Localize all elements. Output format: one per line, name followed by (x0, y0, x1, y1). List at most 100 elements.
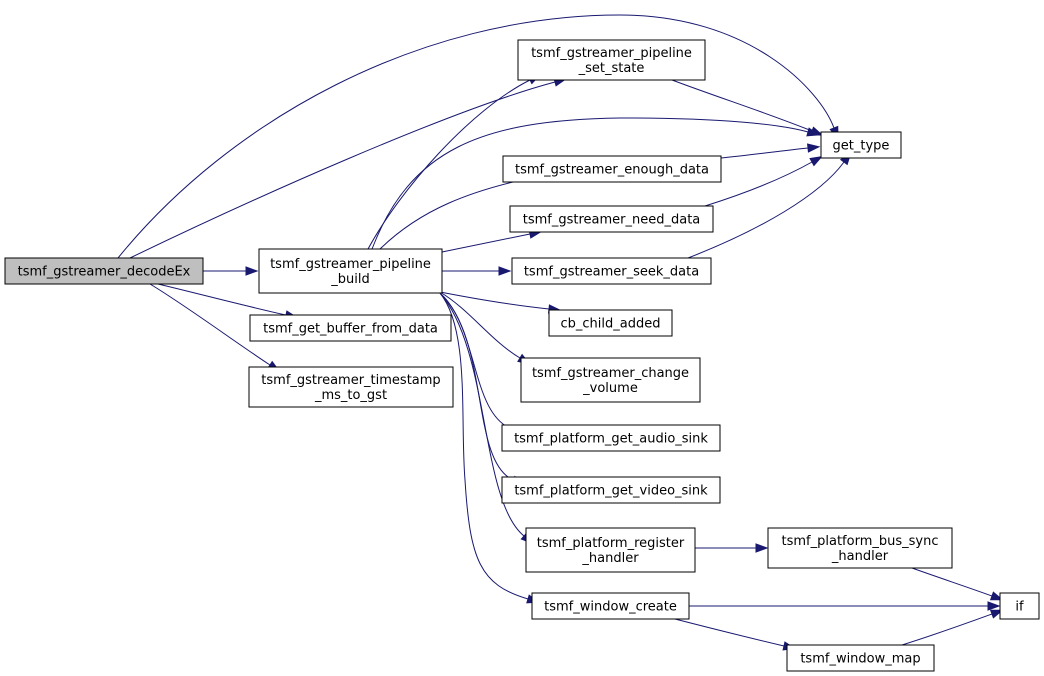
edge-line (429, 289, 550, 310)
node-label: _handler (581, 551, 639, 566)
node-get-audio-sink[interactable]: tsmf_platform_get_audio_sink (501, 424, 721, 452)
node-label: if (1015, 600, 1024, 615)
edge-window-create-to-window-map (674, 618, 797, 651)
edge-line (157, 283, 287, 316)
node-pipeline-build[interactable]: tsmf_gstreamer_pipeline_build (258, 248, 443, 294)
node-box (502, 155, 722, 183)
node-box (501, 424, 721, 452)
edge-arrowhead (809, 126, 824, 136)
node-box (248, 366, 454, 408)
node-box (525, 527, 696, 573)
node-register-handler[interactable]: tsmf_platform_register_handler (525, 527, 696, 573)
nodes-layer: tsmf_gstreamer_decodeEx tsmf_gstreamer_pi… (4, 39, 1040, 672)
node-get-type[interactable]: get_type (820, 131, 902, 159)
node-get-video-sink[interactable]: tsmf_platform_get_video_sink (501, 476, 721, 504)
edge-arrowhead (989, 591, 1004, 601)
edge-line (129, 81, 556, 259)
node-label: tsmf_gstreamer_timestamp (261, 373, 440, 388)
node-label: _handler (831, 549, 889, 564)
edge-line (720, 147, 809, 159)
node-if[interactable]: if (999, 592, 1040, 620)
node-label: _set_state (578, 61, 645, 76)
node-box (786, 644, 935, 672)
edge-line (439, 292, 525, 537)
node-label: get_type (833, 139, 890, 154)
node-cb-child-added[interactable]: cb_child_added (548, 309, 673, 337)
node-label: tsmf_gstreamer_seek_data (524, 265, 699, 280)
edge-line (687, 161, 845, 259)
node-box (501, 476, 721, 504)
node-box (820, 131, 902, 159)
node-get-buffer-from-data[interactable]: tsmf_get_buffer_from_data (249, 314, 452, 342)
node-label: tsmf_window_map (800, 652, 920, 667)
edge-line (439, 291, 521, 359)
node-window-create[interactable]: tsmf_window_create (531, 592, 690, 620)
node-label: _ms_to_gst (314, 388, 387, 403)
edge-line (439, 292, 529, 600)
node-pipeline-set-state[interactable]: tsmf_gstreamer_pipeline_set_state (517, 39, 706, 81)
edge-arrowhead (987, 601, 1001, 611)
edge-line (674, 618, 785, 647)
node-label: tsmf_gstreamer_decodeEx (18, 265, 191, 280)
node-label: tsmf_platform_get_audio_sink (514, 432, 708, 447)
edge-window-create-to-if (689, 601, 1001, 611)
node-need-data[interactable]: tsmf_gstreamer_need_data (509, 205, 714, 233)
node-box (531, 592, 690, 620)
node-box (767, 527, 953, 569)
node-label: cb_child_added (561, 317, 661, 332)
edge-line (671, 79, 813, 132)
edge-arrowhead (245, 266, 259, 276)
edge-line (117, 14, 835, 259)
node-label: tsmf_gstreamer_pipeline (531, 46, 692, 61)
node-box (517, 39, 706, 81)
node-timestamp-ms-to-gst[interactable]: tsmf_gstreamer_timestamp_ms_to_gst (248, 366, 454, 408)
node-label: tsmf_get_buffer_from_data (263, 322, 438, 337)
node-decodeEx[interactable]: tsmf_gstreamer_decodeEx (4, 257, 204, 285)
node-label: tsmf_gstreamer_enough_data (515, 163, 709, 178)
edge-pipeline-build-to-need-data (441, 229, 543, 253)
edge-line (901, 613, 993, 646)
node-enough-data[interactable]: tsmf_gstreamer_enough_data (502, 155, 722, 183)
node-box (249, 314, 452, 342)
edge-register-handler-to-bus-sync-handler (695, 543, 769, 553)
edge-enough-data-to-get-type (720, 143, 821, 159)
node-box (548, 309, 673, 337)
edge-line (371, 117, 809, 250)
edge-arrowhead (989, 609, 1004, 619)
node-window-map[interactable]: tsmf_window_map (786, 644, 935, 672)
node-change-volume[interactable]: tsmf_gstreamer_change_volume (520, 357, 701, 403)
node-label: tsmf_platform_get_video_sink (514, 484, 708, 499)
edge-line (441, 233, 531, 253)
node-label: tsmf_gstreamer_change (532, 366, 689, 381)
node-box (258, 248, 443, 294)
edge-pipeline-set-state-to-get-type (671, 79, 824, 136)
edge-pipeline-build-to-change-volume (439, 291, 531, 365)
edge-arrowhead (498, 266, 512, 276)
edge-arrowhead (806, 143, 821, 153)
edge-need-data-to-get-type (704, 155, 823, 207)
edge-window-map-to-if (901, 609, 1004, 646)
edge-decodeEx-to-pipeline-set-state (129, 77, 568, 259)
node-label: _volume (582, 381, 638, 396)
edge-line (149, 283, 271, 366)
node-bus-sync-handler[interactable]: tsmf_platform_bus_sync_handler (767, 527, 953, 569)
edge-line (911, 567, 993, 597)
node-label: _build (330, 272, 369, 287)
edge-decodeEx-to-pipeline-build (203, 266, 259, 276)
node-box (4, 257, 204, 285)
node-label: tsmf_window_create (544, 600, 677, 615)
edge-arrowhead (755, 543, 769, 553)
node-seek-data[interactable]: tsmf_gstreamer_seek_data (511, 257, 712, 285)
edge-line (704, 161, 813, 207)
node-label: tsmf_gstreamer_pipeline (270, 257, 431, 272)
node-box (509, 205, 714, 233)
node-label: tsmf_gstreamer_need_data (523, 213, 701, 228)
node-label: tsmf_platform_bus_sync (782, 534, 939, 549)
node-box (999, 592, 1040, 620)
edge-decodeEx-to-get-type (117, 14, 839, 259)
edge-pipeline-build-to-seek-data (442, 266, 512, 276)
node-label: tsmf_platform_register (537, 536, 685, 551)
edge-bus-sync-handler-to-if (911, 567, 1004, 601)
node-box (520, 357, 701, 403)
